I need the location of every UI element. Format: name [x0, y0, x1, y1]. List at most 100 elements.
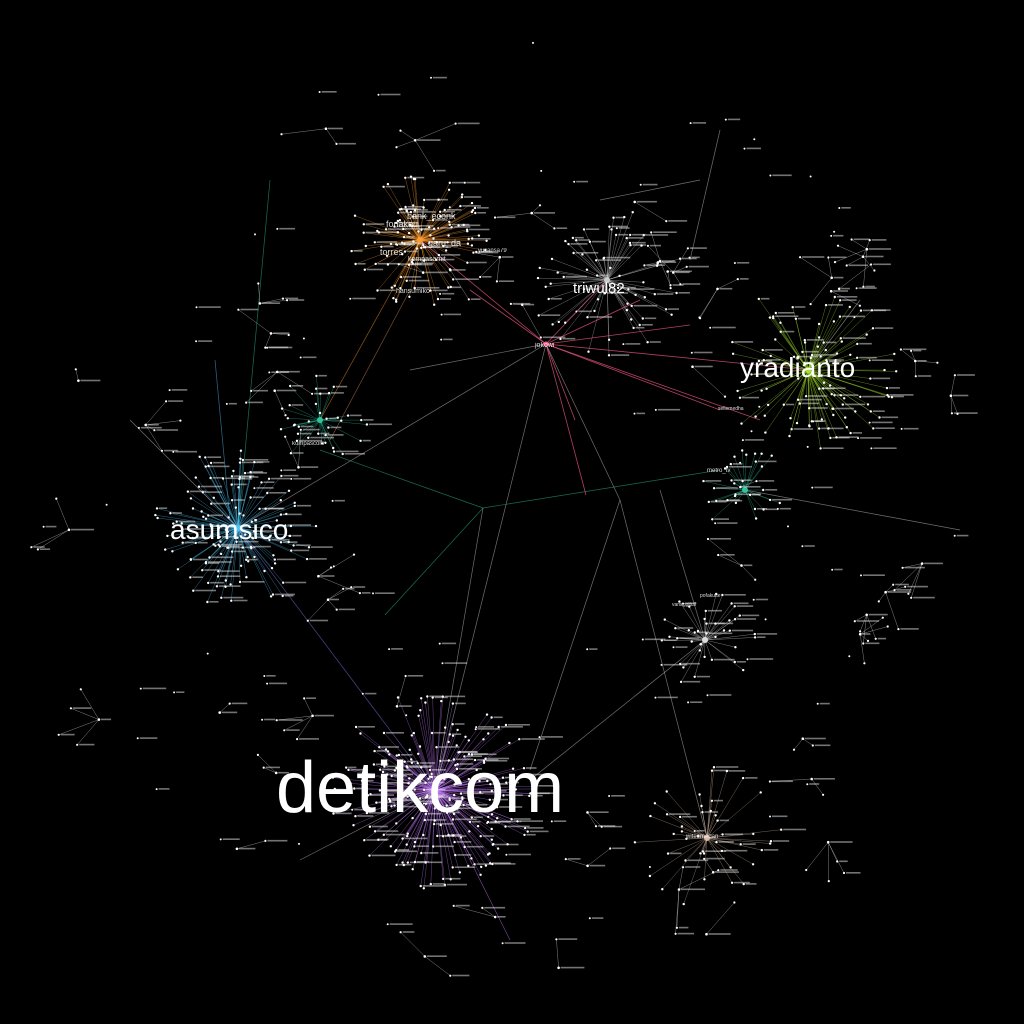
- hub-label-asumsico[interactable]: asumsico: [170, 514, 288, 545]
- graph-node: [105, 503, 108, 506]
- graph-edge: [950, 395, 958, 414]
- graph-node: [441, 835, 445, 838]
- graph-node: [473, 206, 477, 210]
- hub-label-witeemedan[interactable]: witeemedan: [685, 834, 718, 840]
- graph-node: [314, 402, 318, 406]
- graph-node: [949, 394, 953, 398]
- graph-node: [418, 745, 422, 748]
- graph-edge: [409, 749, 436, 791]
- hub-label-triwul82[interactable]: triwul82: [573, 280, 625, 297]
- node-label-mark: [352, 297, 376, 300]
- graph-node: [866, 403, 870, 406]
- graph-node: [910, 596, 913, 599]
- node-label-mark: [293, 549, 310, 552]
- hub-label-torres[interactable]: torres: [380, 247, 404, 257]
- graph-node: [364, 244, 367, 248]
- graph-node: [401, 241, 404, 244]
- graph-node: [710, 658, 714, 661]
- graph-node: [468, 830, 471, 833]
- graph-edge: [453, 905, 496, 918]
- graph-edge: [804, 340, 809, 371]
- graph-node: [859, 630, 862, 633]
- node-label-mark: [442, 210, 455, 213]
- graph-edge: [434, 789, 490, 801]
- graph-node: [829, 436, 832, 440]
- graph-node: [693, 675, 696, 678]
- node-label-mark: [389, 773, 414, 776]
- graph-node: [250, 547, 253, 550]
- hub-label-kompasamit[interactable]: kompasamit: [408, 256, 446, 263]
- node-label-mark: [690, 701, 703, 703]
- hub-label-fonakeu[interactable]: fonakeu: [386, 219, 418, 229]
- node-label-mark: [644, 638, 666, 641]
- node-label-mark: [267, 346, 289, 349]
- node-label-mark: [779, 507, 791, 510]
- graph-edge: [419, 226, 452, 241]
- node-label-mark: [358, 726, 375, 728]
- graph-edge: [537, 277, 608, 281]
- graph-node: [373, 749, 376, 753]
- graph-edge: [70, 708, 99, 720]
- graph-node: [191, 507, 195, 510]
- node-label-mark: [414, 262, 434, 265]
- node-label-mark: [156, 429, 179, 431]
- graph-edge: [365, 239, 421, 247]
- graph-node: [448, 797, 451, 800]
- node-label-mark: [739, 278, 749, 280]
- node-label-mark: [254, 536, 268, 539]
- graph-edge: [730, 463, 746, 491]
- node-label-mark: [873, 309, 891, 311]
- graph-edge: [662, 837, 708, 890]
- hub-label-garu-da[interactable]: garu_da: [428, 238, 461, 248]
- node-label-mark: [719, 287, 733, 290]
- node-label-mark: [708, 632, 733, 635]
- graph-node: [442, 877, 445, 881]
- node-label-mark: [330, 426, 342, 429]
- hub-label-detikcom[interactable]: detikcom: [276, 748, 564, 828]
- graph-node: [679, 662, 682, 666]
- graph-edge: [545, 299, 641, 345]
- graph-edge: [396, 755, 436, 791]
- graph-node: [550, 820, 553, 823]
- graph-node: [490, 716, 493, 719]
- graph-edge: [678, 867, 684, 890]
- hub-label-kompascom[interactable]: kompascom: [292, 441, 324, 447]
- node-label-mark: [140, 426, 162, 429]
- graph-node: [447, 759, 450, 762]
- node-label-mark: [414, 258, 434, 261]
- hub-label-yuliansa79[interactable]: yuliansa79: [478, 248, 507, 254]
- node-label-mark: [836, 296, 858, 298]
- node-label-mark: [710, 500, 727, 503]
- graph-edge: [434, 789, 438, 836]
- hub-label-sellemedha[interactable]: sellemedha: [718, 406, 744, 412]
- graph-node: [529, 792, 532, 795]
- graph-node: [285, 512, 288, 516]
- hub-label-hansumiko[interactable]: hansumiko: [396, 288, 430, 295]
- hub-label-vanaggitull[interactable]: vanaggitull: [672, 602, 696, 608]
- node-label-mark: [720, 554, 735, 556]
- graph-node: [614, 233, 618, 237]
- node-label-mark: [419, 762, 436, 764]
- graph-node: [838, 207, 841, 209]
- graph-edge: [699, 794, 708, 839]
- node-label-mark: [455, 278, 479, 280]
- graph-edge: [805, 369, 809, 397]
- graph-node: [204, 562, 208, 565]
- graph-node: [408, 223, 412, 227]
- hub-label-jokowi[interactable]: jokowi: [534, 342, 555, 349]
- graph-node: [424, 796, 427, 799]
- graph-node: [588, 240, 592, 243]
- graph-node: [733, 482, 736, 485]
- graph-node: [461, 797, 464, 801]
- graph-node: [738, 614, 741, 617]
- hub-label-pofakutte[interactable]: pofakutte: [700, 593, 721, 599]
- graph-node: [883, 368, 886, 372]
- hub-label-metro-tv[interactable]: metro_tv: [707, 468, 730, 474]
- graph-edge: [235, 507, 239, 529]
- graph-node: [227, 516, 230, 519]
- hub-label-bank-econk[interactable]: bank_econk: [407, 211, 456, 221]
- graph-edge: [706, 837, 772, 842]
- hub-label-yradianto[interactable]: yradianto: [740, 352, 855, 383]
- graph-node: [437, 198, 440, 201]
- graph-node: [186, 490, 190, 493]
